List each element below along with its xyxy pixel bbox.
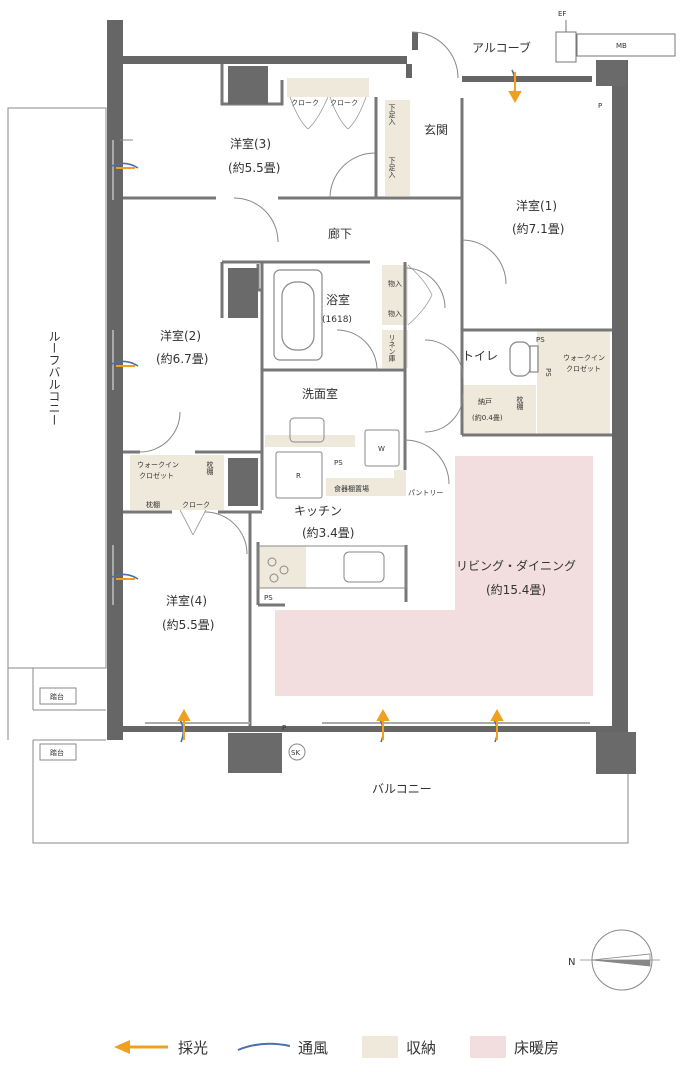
storage-label-1: 物入 xyxy=(388,279,402,288)
step-label-1: 踏台 xyxy=(50,692,64,701)
walls xyxy=(107,20,628,740)
roof-balcony-outline xyxy=(7,107,107,711)
linen-label: リネン庫 xyxy=(388,334,396,363)
interior-walls xyxy=(123,64,612,726)
bathtub xyxy=(273,269,323,361)
room-bath-size: (1618) xyxy=(322,315,352,325)
cloak-label-1: クローク xyxy=(291,99,319,107)
room-storage-closet-size: (約0.4畳) xyxy=(472,413,503,422)
storage-label-2: 物入 xyxy=(388,309,402,318)
legend-floor-heat-label: 床暖房 xyxy=(514,1039,559,1057)
compass xyxy=(580,929,660,991)
compass-north: N xyxy=(568,957,575,968)
r-mark: R xyxy=(296,472,301,480)
sk-mark: SK xyxy=(291,749,300,757)
cloak-label-2: クローク xyxy=(330,99,358,107)
wic-label-2-line2: クロゼット xyxy=(139,471,174,480)
ps-mark-2: PS xyxy=(544,368,552,377)
shoe-cabinet-label-2: 下足入 xyxy=(388,157,396,178)
ef-mark: EF xyxy=(558,10,566,18)
balcony-outline xyxy=(7,668,629,844)
pillow-shelf-label-2: 枕棚 xyxy=(146,500,160,509)
mb-mark: MB xyxy=(616,42,627,50)
columns xyxy=(228,60,636,774)
legend-storage-label: 収納 xyxy=(406,1039,436,1057)
room-entrance: 玄関 xyxy=(424,122,448,137)
room-hallway: 廊下 xyxy=(328,226,352,241)
cloak-label-3: クローク xyxy=(182,501,210,509)
ps-mark-4: PS xyxy=(264,594,273,602)
alcove-label: アルコーブ xyxy=(472,40,531,55)
room-kitchen-name: キッチン xyxy=(294,504,342,518)
room-toilet: トイレ xyxy=(462,349,498,363)
p-mark-2: P xyxy=(282,724,286,732)
ps-mark-1: PS xyxy=(536,336,545,344)
legend-storage-swatch xyxy=(362,1036,398,1058)
room-living-name: リビング・ダイニング xyxy=(456,558,576,573)
legend-floor-heat-swatch xyxy=(470,1036,506,1058)
room-western1-size: (約7.1畳) xyxy=(512,221,564,236)
p-mark-1: P xyxy=(598,102,602,110)
room-western3-name: 洋室(3) xyxy=(230,136,271,151)
legend-wind-label: 通風 xyxy=(298,1039,328,1057)
room-bath-name: 浴室 xyxy=(326,292,350,307)
room-western4-size: (約5.5畳) xyxy=(162,617,214,632)
pillow-shelf-label-3: 枕棚 xyxy=(516,395,524,411)
room-storage-closet-name: 納戸 xyxy=(478,397,492,406)
room-western2-name: 洋室(2) xyxy=(160,328,201,343)
room-western4-name: 洋室(4) xyxy=(166,593,207,608)
shoe-cabinet-label-1: 下足入 xyxy=(388,104,396,125)
legend-wind-icon xyxy=(237,1042,291,1051)
room-western3-size: (約5.5畳) xyxy=(228,160,280,175)
room-kitchen-size: (約3.4畳) xyxy=(302,525,354,540)
legend-light-label: 採光 xyxy=(178,1039,208,1057)
wic-label-1-line1: ウォークイン xyxy=(563,354,605,362)
legend: 採光 通風 収納 床暖房 xyxy=(114,1036,559,1058)
pantry-label: パントリー xyxy=(408,489,443,497)
window-marks xyxy=(112,140,590,724)
wic-label-2-line1: ウォークイン xyxy=(137,461,179,469)
door-swings xyxy=(120,31,507,555)
pillow-shelf-label-1: 枕棚 xyxy=(206,460,214,476)
room-living-size: (約15.4畳) xyxy=(486,582,546,597)
light-arrows xyxy=(116,72,522,740)
washbasin xyxy=(289,417,400,467)
balcony-label: バルコニー xyxy=(372,782,432,796)
room-washroom: 洗面室 xyxy=(302,386,338,401)
room-western1-name: 洋室(1) xyxy=(516,198,557,213)
step-label-2: 踏台 xyxy=(50,748,64,757)
dish-cabinet-label: 食器棚置場 xyxy=(334,484,369,493)
floor-heating-area xyxy=(275,456,593,696)
cabinet-doors xyxy=(179,96,433,536)
room-western2-size: (約6.7畳) xyxy=(156,351,208,366)
ps-mark-3: PS xyxy=(334,459,343,467)
kitchen-counter xyxy=(257,451,407,589)
roof-balcony-label: ルーフバルコニー xyxy=(47,330,61,426)
mb-box xyxy=(555,20,676,63)
wic-label-1-line2: クロゼット xyxy=(566,364,601,373)
toilet-fixture xyxy=(509,341,539,377)
legend-light-arrow-icon xyxy=(114,1040,168,1054)
w-mark: W xyxy=(378,445,385,453)
